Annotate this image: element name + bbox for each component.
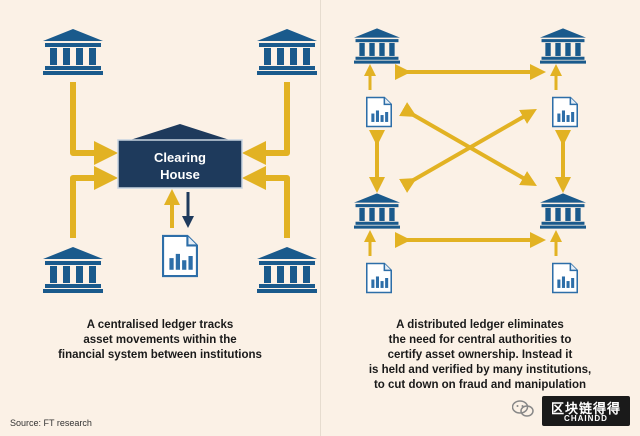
bank-icon [354,193,400,229]
bank-icon [540,193,586,229]
caption-line: A centralised ledger tracks [86,319,234,331]
caption-line: asset movements within the [83,334,237,346]
centralised-ledger-caption: A centralised ledger tracks asset moveme… [40,318,280,363]
clearing-house: Clearing House [117,124,243,189]
arrow-bottom-left-bank [70,166,118,238]
distributed-ledger-diagram [354,28,586,294]
watermark-cn: 区块链得得 [550,401,621,416]
document-chart-icon [162,234,198,278]
distributed-ledger-caption: A distributed ledger eliminates the need… [330,318,630,393]
caption-line: is held and verified by many institution… [368,364,592,376]
bank-icon [354,28,400,64]
caption-line: A distributed ledger eliminates [396,319,564,331]
document-chart-icon [552,96,578,128]
caption-line: to cut down on fraud and manipulation [373,379,587,391]
caption-line: financial system between institutions [58,349,262,361]
document-chart-icon [366,262,392,294]
bank-icon [257,247,317,293]
watermark-badge: 区块链得得 CHAINDD [542,396,630,426]
watermark: 区块链得得 CHAINDD [512,394,632,432]
bank-icon [540,28,586,64]
arrow-top-right-bank [242,82,290,165]
source-note: Source: FT research [10,418,92,428]
bank-icon [43,29,103,75]
panel-divider [320,0,321,436]
document-chart-icon [366,96,392,128]
caption-line: certify asset ownership. Instead it [387,349,573,361]
bank-icon [257,29,317,75]
arrow-diagonal-up [399,109,537,193]
clearing-house-label-line1: Clearing [154,150,206,165]
centralised-ledger-diagram: Clearing House [43,29,317,293]
watermark-en: CHAINDD [564,414,608,423]
arrow-top-left-bank [70,82,118,165]
clearing-house-label-line2: House [160,167,200,182]
wechat-icon [512,400,534,417]
bank-icon [43,247,103,293]
document-chart-icon [552,262,578,294]
caption-line: the need for central authorities to [388,334,572,346]
arrow-bottom-right-bank [242,166,290,238]
